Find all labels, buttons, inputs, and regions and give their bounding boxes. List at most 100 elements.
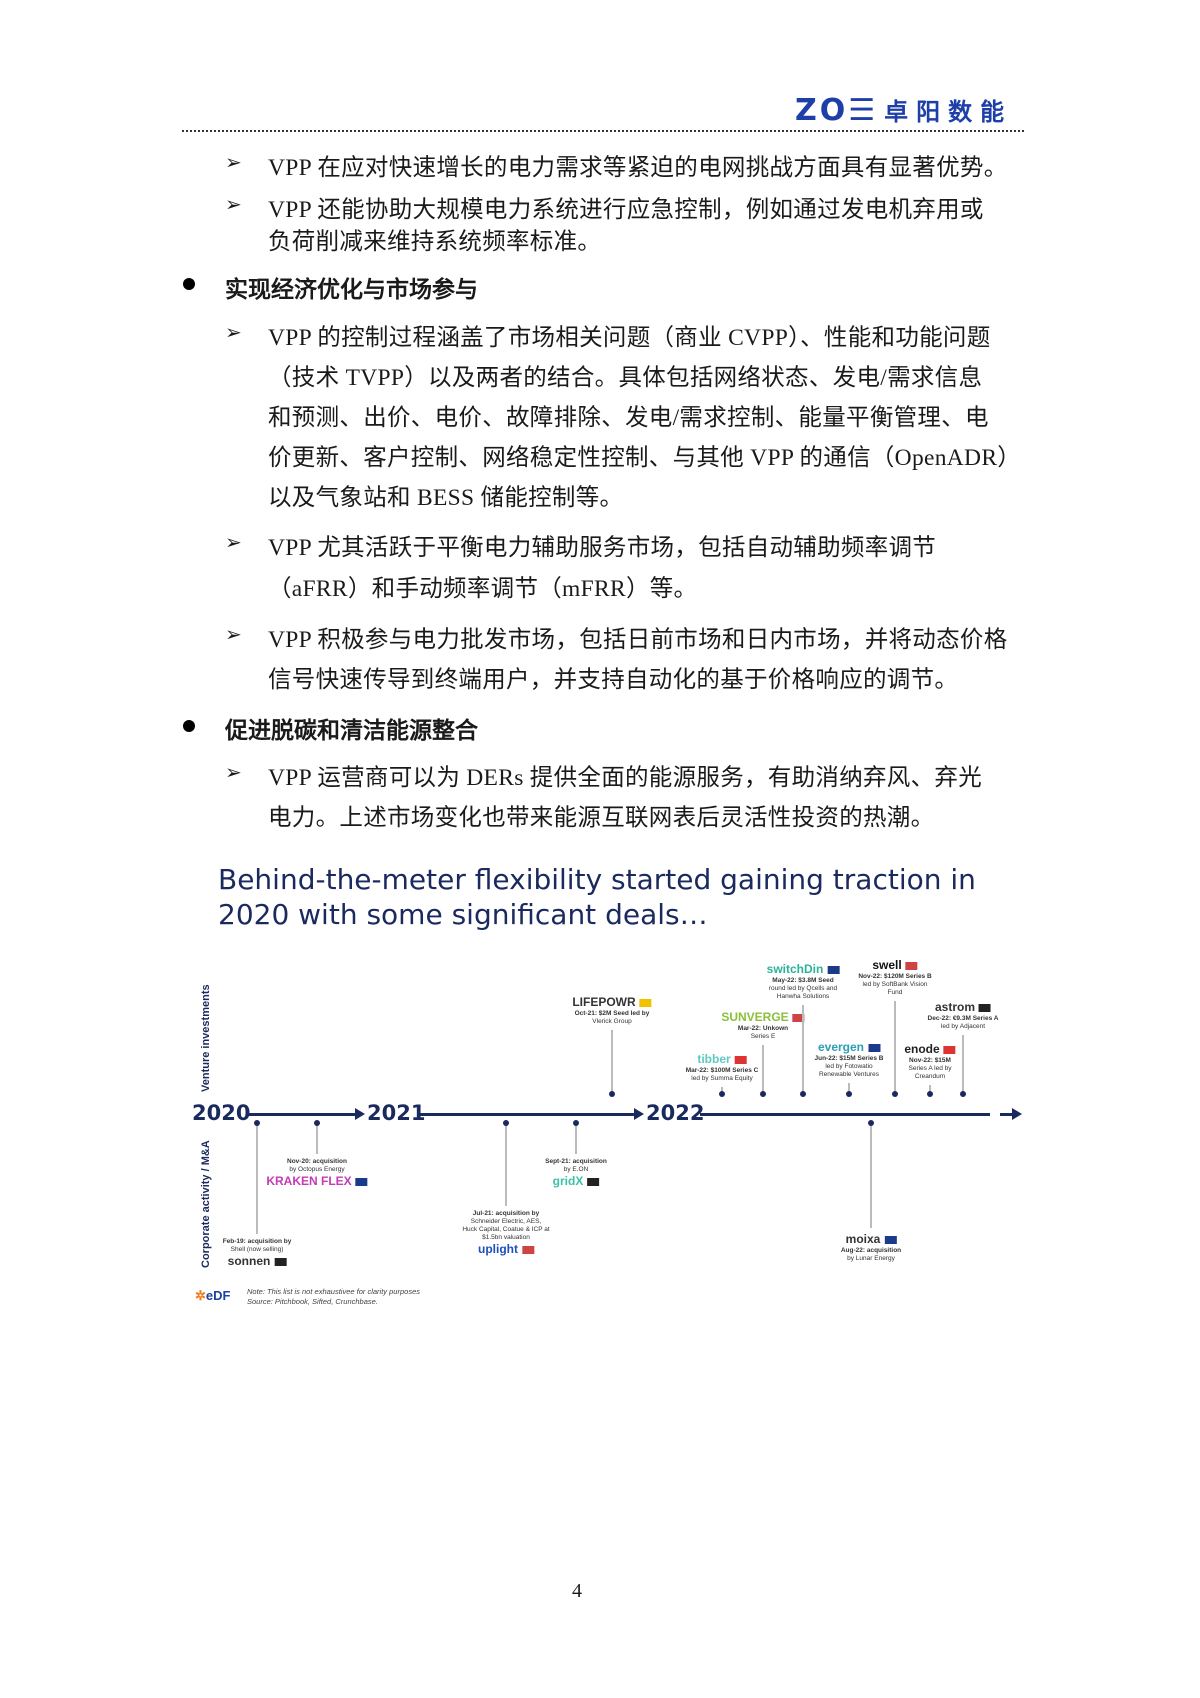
event-description: Fund [887,989,903,996]
company-name: tibber [697,1052,731,1066]
paragraph-line: VPP 尤其活跃于平衡电力辅助服务市场，包括自动辅助频率调节 [268,535,937,561]
page-number: 4 [572,1580,582,1602]
event-marker [760,1091,766,1097]
event-marker [314,1120,320,1126]
paragraph-line: VPP 积极参与电力批发市场，包括日前市场和日内市场，并将动态价格 [268,627,1008,653]
company-name: KRAKEN FLEX [266,1174,352,1188]
event-description: Aug-22: acquisition [840,1247,902,1254]
paragraph-line: VPP 的控制过程涵盖了市场相关问题（商业 CVPP）、性能和功能问题 [268,325,991,351]
section-heading: 促进脱碳和清洁能源整合 [225,718,478,744]
company-logo: ZO☰卓阳数能 [795,92,1012,128]
country-flag-icon [587,1177,600,1186]
paragraph-line: 价更新、客户控制、网络稳定性控制、与其他 VPP 的通信（OpenADR） [268,445,1022,471]
country-flag-icon [868,1043,881,1052]
country-flag-icon [521,1245,534,1254]
event-description: $1.5bn valuation [482,1234,530,1241]
paragraph-line: VPP 运营商可以为 DERs 提供全面的能源服务，有助消纳弃风、弃光 [268,765,983,791]
company-logo: tibber [686,1052,759,1067]
venture-axis-label: Venture investments [200,984,212,1092]
event-connector [762,1045,764,1094]
event-description: by Octopus Energy [289,1166,345,1173]
paragraph-line: 电力。上述市场变化也带来能源互联网表后灵活性投资的热潮。 [268,805,935,831]
event-description: Mar-22: $100M Series C [685,1067,759,1074]
edf-logo-text: eDF [205,1288,231,1303]
company-logo: evergen [814,1040,883,1055]
source-line: Source: Pitchbook, Sifted, Crunchbase. [247,1297,378,1306]
company-logo: swell [858,958,931,973]
company-logo: astrom [928,1000,999,1015]
event-description: led by Adjacent [940,1023,986,1030]
section-heading: 实现经济优化与市场参与 [225,277,478,303]
country-flag-icon [734,1055,747,1064]
event-description: Nov-22: $120M Series B [858,973,932,980]
paragraph-line: 以及气象站和 BESS 储能控制等。 [268,485,624,511]
company-name: sonnen [227,1254,271,1268]
event-description: May-22: $3.8M Seed [772,977,834,984]
paragraph-line: （技术 TVPP）以及两者的结合。具体包括网络状态、发电/需求信息 [268,365,983,391]
year-2022: 2022 [646,1101,705,1125]
event-description: Nov-20: acquisition [287,1158,347,1165]
event-connector [929,1085,931,1094]
event-marker [800,1091,806,1097]
event-marker [573,1120,579,1126]
event-connector [721,1087,723,1094]
year-2020: 2020 [192,1101,251,1125]
event-description: Schneider Electric, AES, [470,1218,542,1225]
company-name: evergen [817,1040,865,1054]
event-connector [894,1001,896,1094]
year-2021: 2021 [367,1101,426,1125]
figure-title: 2020 with some significant deals… [218,898,708,931]
company-name: swell [872,958,902,972]
source-note: Note: This list is not exhaustivee for c… [247,1287,420,1307]
event-marker [892,1091,898,1097]
company-name: LIFEPOWR [572,995,636,1009]
logo-cn: 卓阳数能 [884,98,1013,126]
paragraph-line: 信号快速传导到终端用户，并支持自动化的基于价格响应的调节。 [268,667,959,693]
event-description: Sept-21: acquisition [545,1158,607,1165]
timeline-dash [1000,1113,1012,1116]
country-flag-icon [355,1177,368,1186]
company-logo: uplight [462,1242,549,1257]
figure-title: Behind-the-meter flexibility started gai… [218,863,976,896]
event-connector [962,1035,964,1094]
bullet-icon [183,720,195,732]
paragraph-line: （aFRR）和手动频率调节（mFRR）等。 [268,576,698,602]
logo-latin: ZO☰ [795,93,879,128]
company-name: SUNVERGE [721,1010,789,1024]
note-line: Note: This list is not exhaustivee for c… [247,1287,420,1296]
company-name: gridX [552,1174,584,1188]
event-description: Jun-22: $15M Series B [814,1055,884,1062]
event-description: Oct-21: $2M Seed led by [574,1010,650,1017]
bullet-icon [183,278,195,290]
event-description: Vlerick Group [592,1018,632,1025]
event-description: Renewable Ventures [818,1071,879,1078]
timeline-segment [700,1113,990,1116]
event-marker [868,1120,874,1126]
event-marker [503,1120,509,1126]
paragraph-line: VPP 在应对快速增长的电力需求等紧迫的电网挑战方面具有显著优势。 [268,155,1008,181]
event-description: Creandum [914,1073,946,1080]
event-marker [254,1120,260,1126]
country-flag-icon [274,1257,287,1266]
arrow-bullet-icon: ➢ [225,624,242,646]
event-description: led by Summa Equity [691,1075,753,1082]
arrow-bullet-icon: ➢ [225,194,242,216]
company-logo: KRAKEN FLEX [266,1174,368,1189]
country-flag-icon [792,1013,805,1022]
event-description: Hanwha Solutions [776,993,830,1000]
event-description: Mar-22: Unkown [737,1025,789,1032]
event-connector [316,1122,318,1154]
country-flag-icon [943,1045,956,1054]
company-name: astrom [934,1000,975,1014]
event-connector [870,1122,872,1228]
company-logo: LIFEPOWR [572,995,652,1010]
